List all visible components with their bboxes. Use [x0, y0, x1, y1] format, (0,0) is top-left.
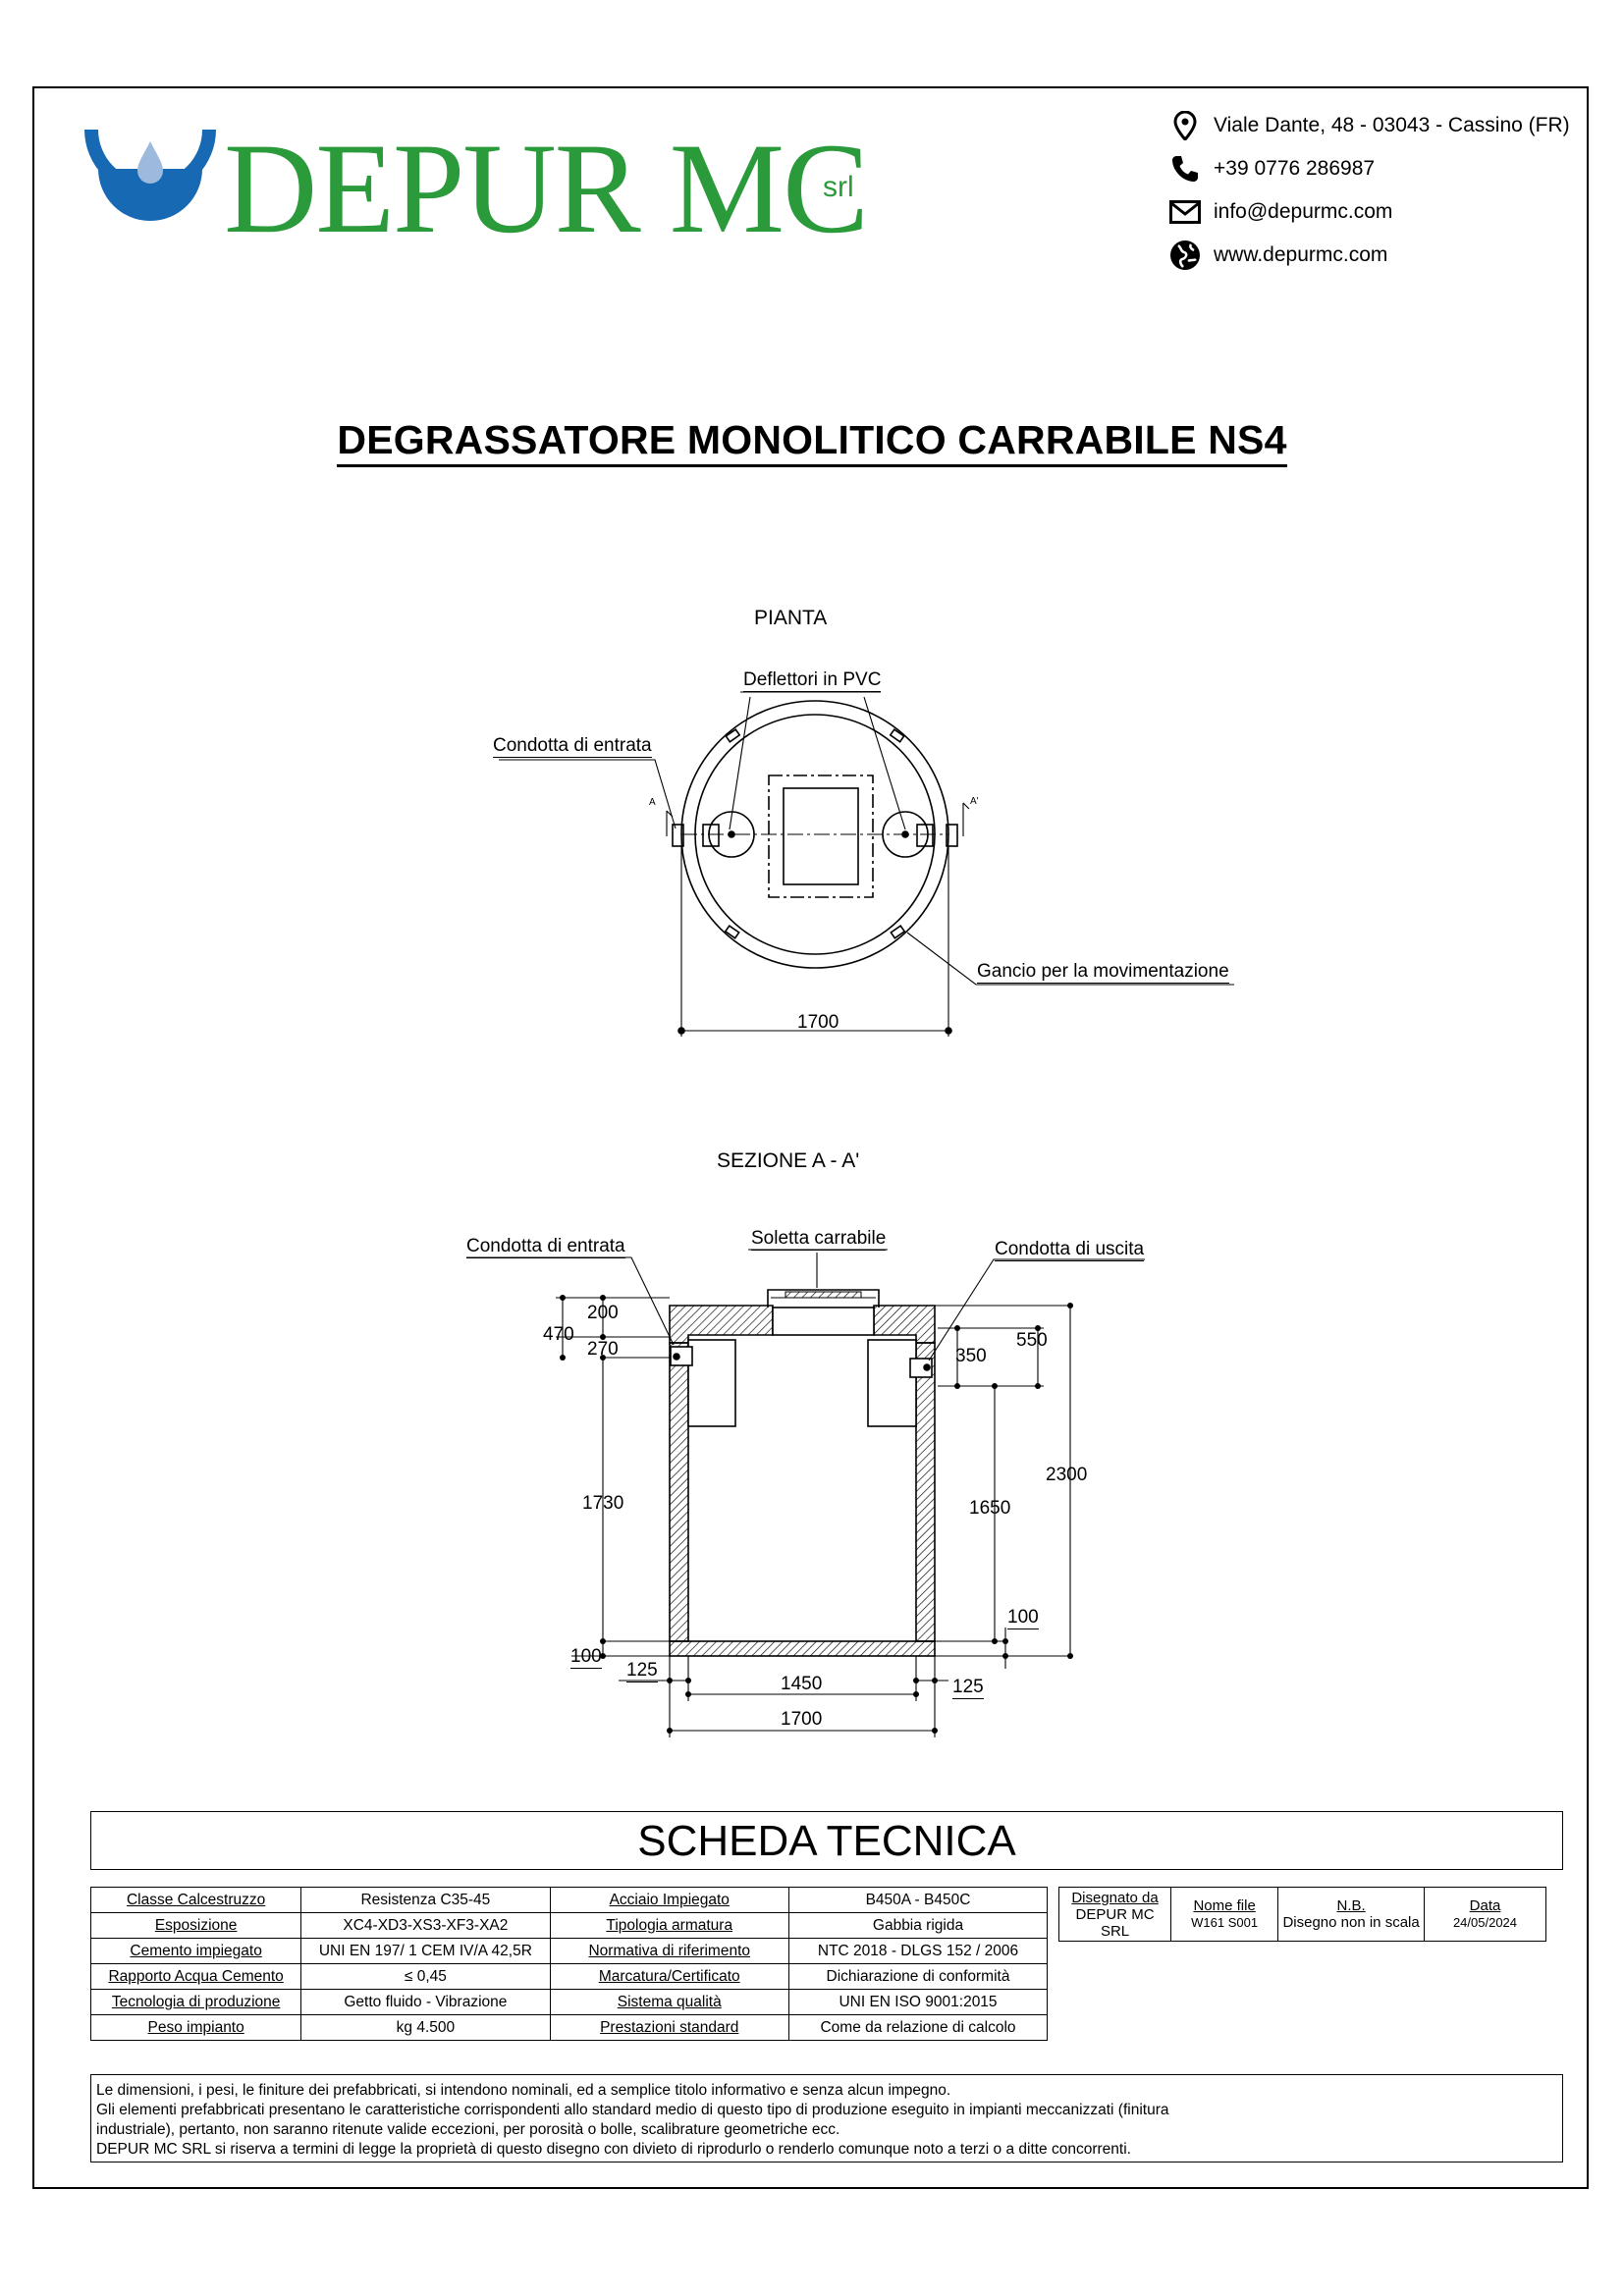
plan-access-square: [768, 774, 874, 898]
plan-leader-inlet: [499, 759, 677, 829]
section-leader-outlet: [928, 1258, 1145, 1362]
table-row: Peso impianto kg 4.500 Prestazioni stand…: [89, 2014, 1048, 2041]
plan-outlet-pipe: [946, 824, 958, 847]
plan-hook-1: [725, 727, 741, 743]
table-row: Classe Calcestruzzo Resistenza C35-45 Ac…: [89, 1887, 1048, 1913]
section-top-slab-right: [873, 1305, 936, 1344]
plan-label-hook: Gancio per la movimentazione: [977, 961, 1229, 984]
section-top-slab-left: [669, 1305, 774, 1344]
disclaimer-notes: Le dimensioni, i pesi, le finiture dei p…: [90, 2074, 1563, 2163]
dim-1730: 1730: [582, 1493, 624, 1514]
plan-deflector-left: [708, 811, 755, 858]
dim-100-right: 100: [1007, 1607, 1039, 1629]
note-line: industriale), pertanto, non saranno rite…: [96, 2121, 840, 2138]
section-baffle-right: [867, 1339, 917, 1427]
brand-name: DEPUR MC: [224, 116, 869, 260]
meta-filename-value: W161 S001: [1191, 1915, 1259, 1930]
scheda-tecnica-title: SCHEDA TECNICA: [90, 1811, 1563, 1870]
plan-view: [499, 691, 1234, 1037]
note-line: DEPUR MC SRL si riserva a termini di leg…: [96, 2141, 1131, 2158]
note-line: Gli elementi prefabbricati presentano le…: [96, 2102, 1169, 2118]
plan-marker-a2: A': [970, 796, 979, 807]
section-baffle-left: [687, 1339, 736, 1427]
section-outlet-pipe: [909, 1358, 933, 1378]
dim-1650: 1650: [969, 1498, 1011, 1519]
meta-nb-head: N.B.: [1336, 1897, 1366, 1914]
section-left-wall: [669, 1342, 689, 1642]
contact-website[interactable]: www.depurmc.com: [1168, 238, 1387, 273]
water-drop-logo-icon: [84, 130, 216, 221]
plan-inlet-stub: [702, 824, 720, 847]
logo: DEPUR MC srl: [77, 124, 882, 257]
plan-leader-deflector-right: [863, 696, 906, 830]
contact-email[interactable]: info@depurmc.com: [1168, 194, 1392, 230]
drawing-title: DEGRASSATORE MONOLITICO CARRABILE NS4: [0, 417, 1624, 467]
plan-heading: PIANTA: [754, 607, 828, 629]
dim-350: 350: [955, 1346, 987, 1366]
meta-filename-head: Nome file: [1193, 1897, 1256, 1914]
section-label-outlet: Condotta di uscita: [995, 1239, 1145, 1261]
plan-outlet-stub: [916, 824, 934, 847]
plan-label-inlet: Condotta di entrata: [493, 735, 652, 758]
note-line: Le dimensioni, i pesi, le finiture dei p…: [96, 2082, 951, 2099]
dim-1700: 1700: [781, 1709, 823, 1730]
section-label-slab: Soletta carrabile: [751, 1228, 887, 1251]
envelope-icon: [1168, 195, 1202, 229]
table-row: Esposizione XC4-XD3-XS3-XF3-XA2 Tipologi…: [89, 1912, 1048, 1939]
meta-drawn-by-value: DEPUR MC SRL: [1075, 1905, 1155, 1940]
section-view: [466, 1249, 1145, 1737]
dim-100-left: 100: [570, 1646, 602, 1669]
location-pin-icon: [1168, 109, 1202, 142]
plan-deflector-left-dot: [728, 830, 735, 838]
plan-deflector-right: [882, 811, 929, 858]
dim-550: 550: [1016, 1330, 1048, 1351]
table-row: Tecnologia di produzione Getto fluido - …: [89, 1989, 1048, 2015]
contact-phone-text: +39 0776 286987: [1214, 157, 1376, 180]
page-frame: [32, 86, 1589, 2189]
dim-470: 470: [543, 1324, 574, 1345]
contact-address: Viale Dante, 48 - 03043 - Cassino (FR): [1168, 108, 1570, 143]
technical-drawing: [466, 691, 1234, 1737]
dim-270: 270: [587, 1339, 619, 1360]
table-row: Cemento impiegato UNI EN 197/ 1 CEM IV/A…: [89, 1938, 1048, 1964]
plan-hook-2: [889, 727, 905, 743]
contact-phone: +39 0776 286987: [1168, 151, 1375, 187]
contact-address-text: Viale Dante, 48 - 03043 - Cassino (FR): [1214, 114, 1570, 136]
section-right-wall: [915, 1342, 936, 1642]
plan-dim-width: 1700: [797, 1012, 839, 1033]
section-label-inlet: Condotta di entrata: [466, 1236, 625, 1258]
plan-hook-3: [724, 924, 740, 939]
plan-leader-deflector-left: [729, 696, 751, 830]
meta-date-head: Data: [1469, 1897, 1501, 1914]
section-heading: SEZIONE A - A': [717, 1149, 860, 1172]
spec-table: Classe Calcestruzzo Resistenza C35-45 Ac…: [89, 1887, 1048, 2041]
meta-date-value: 24/05/2024: [1452, 1915, 1518, 1930]
plan-deflector-right-dot: [901, 830, 909, 838]
contact-email-text[interactable]: info@depurmc.com: [1214, 200, 1393, 223]
meta-drawn-by-head: Disegnato da: [1071, 1889, 1159, 1906]
plan-label-deflectors: Deflettori in PVC: [743, 669, 882, 692]
dim-200: 200: [587, 1303, 619, 1323]
phone-icon: [1168, 152, 1202, 186]
section-cover: [772, 1307, 875, 1336]
contact-website-text[interactable]: www.depurmc.com: [1214, 243, 1388, 266]
plan-marker-a: A: [649, 797, 656, 808]
plan-hook-4: [890, 924, 906, 939]
dim-2300: 2300: [1046, 1465, 1088, 1485]
section-inlet-pipe: [670, 1346, 693, 1366]
plan-inlet-pipe: [672, 824, 684, 847]
meta-nb-value: Disegno non in scala: [1282, 1914, 1420, 1931]
dim-125-left: 125: [626, 1660, 658, 1682]
section-base-slab: [669, 1640, 936, 1657]
globe-icon: [1168, 239, 1202, 272]
dim-125-right: 125: [952, 1677, 984, 1699]
plan-inner-square: [783, 787, 859, 885]
brand-suffix: srl: [823, 171, 854, 203]
dim-1450: 1450: [781, 1674, 823, 1694]
table-row: Rapporto Acqua Cemento ≤ 0,45 Marcatura/…: [89, 1963, 1048, 1990]
plan-leader-hook: [906, 932, 1234, 986]
